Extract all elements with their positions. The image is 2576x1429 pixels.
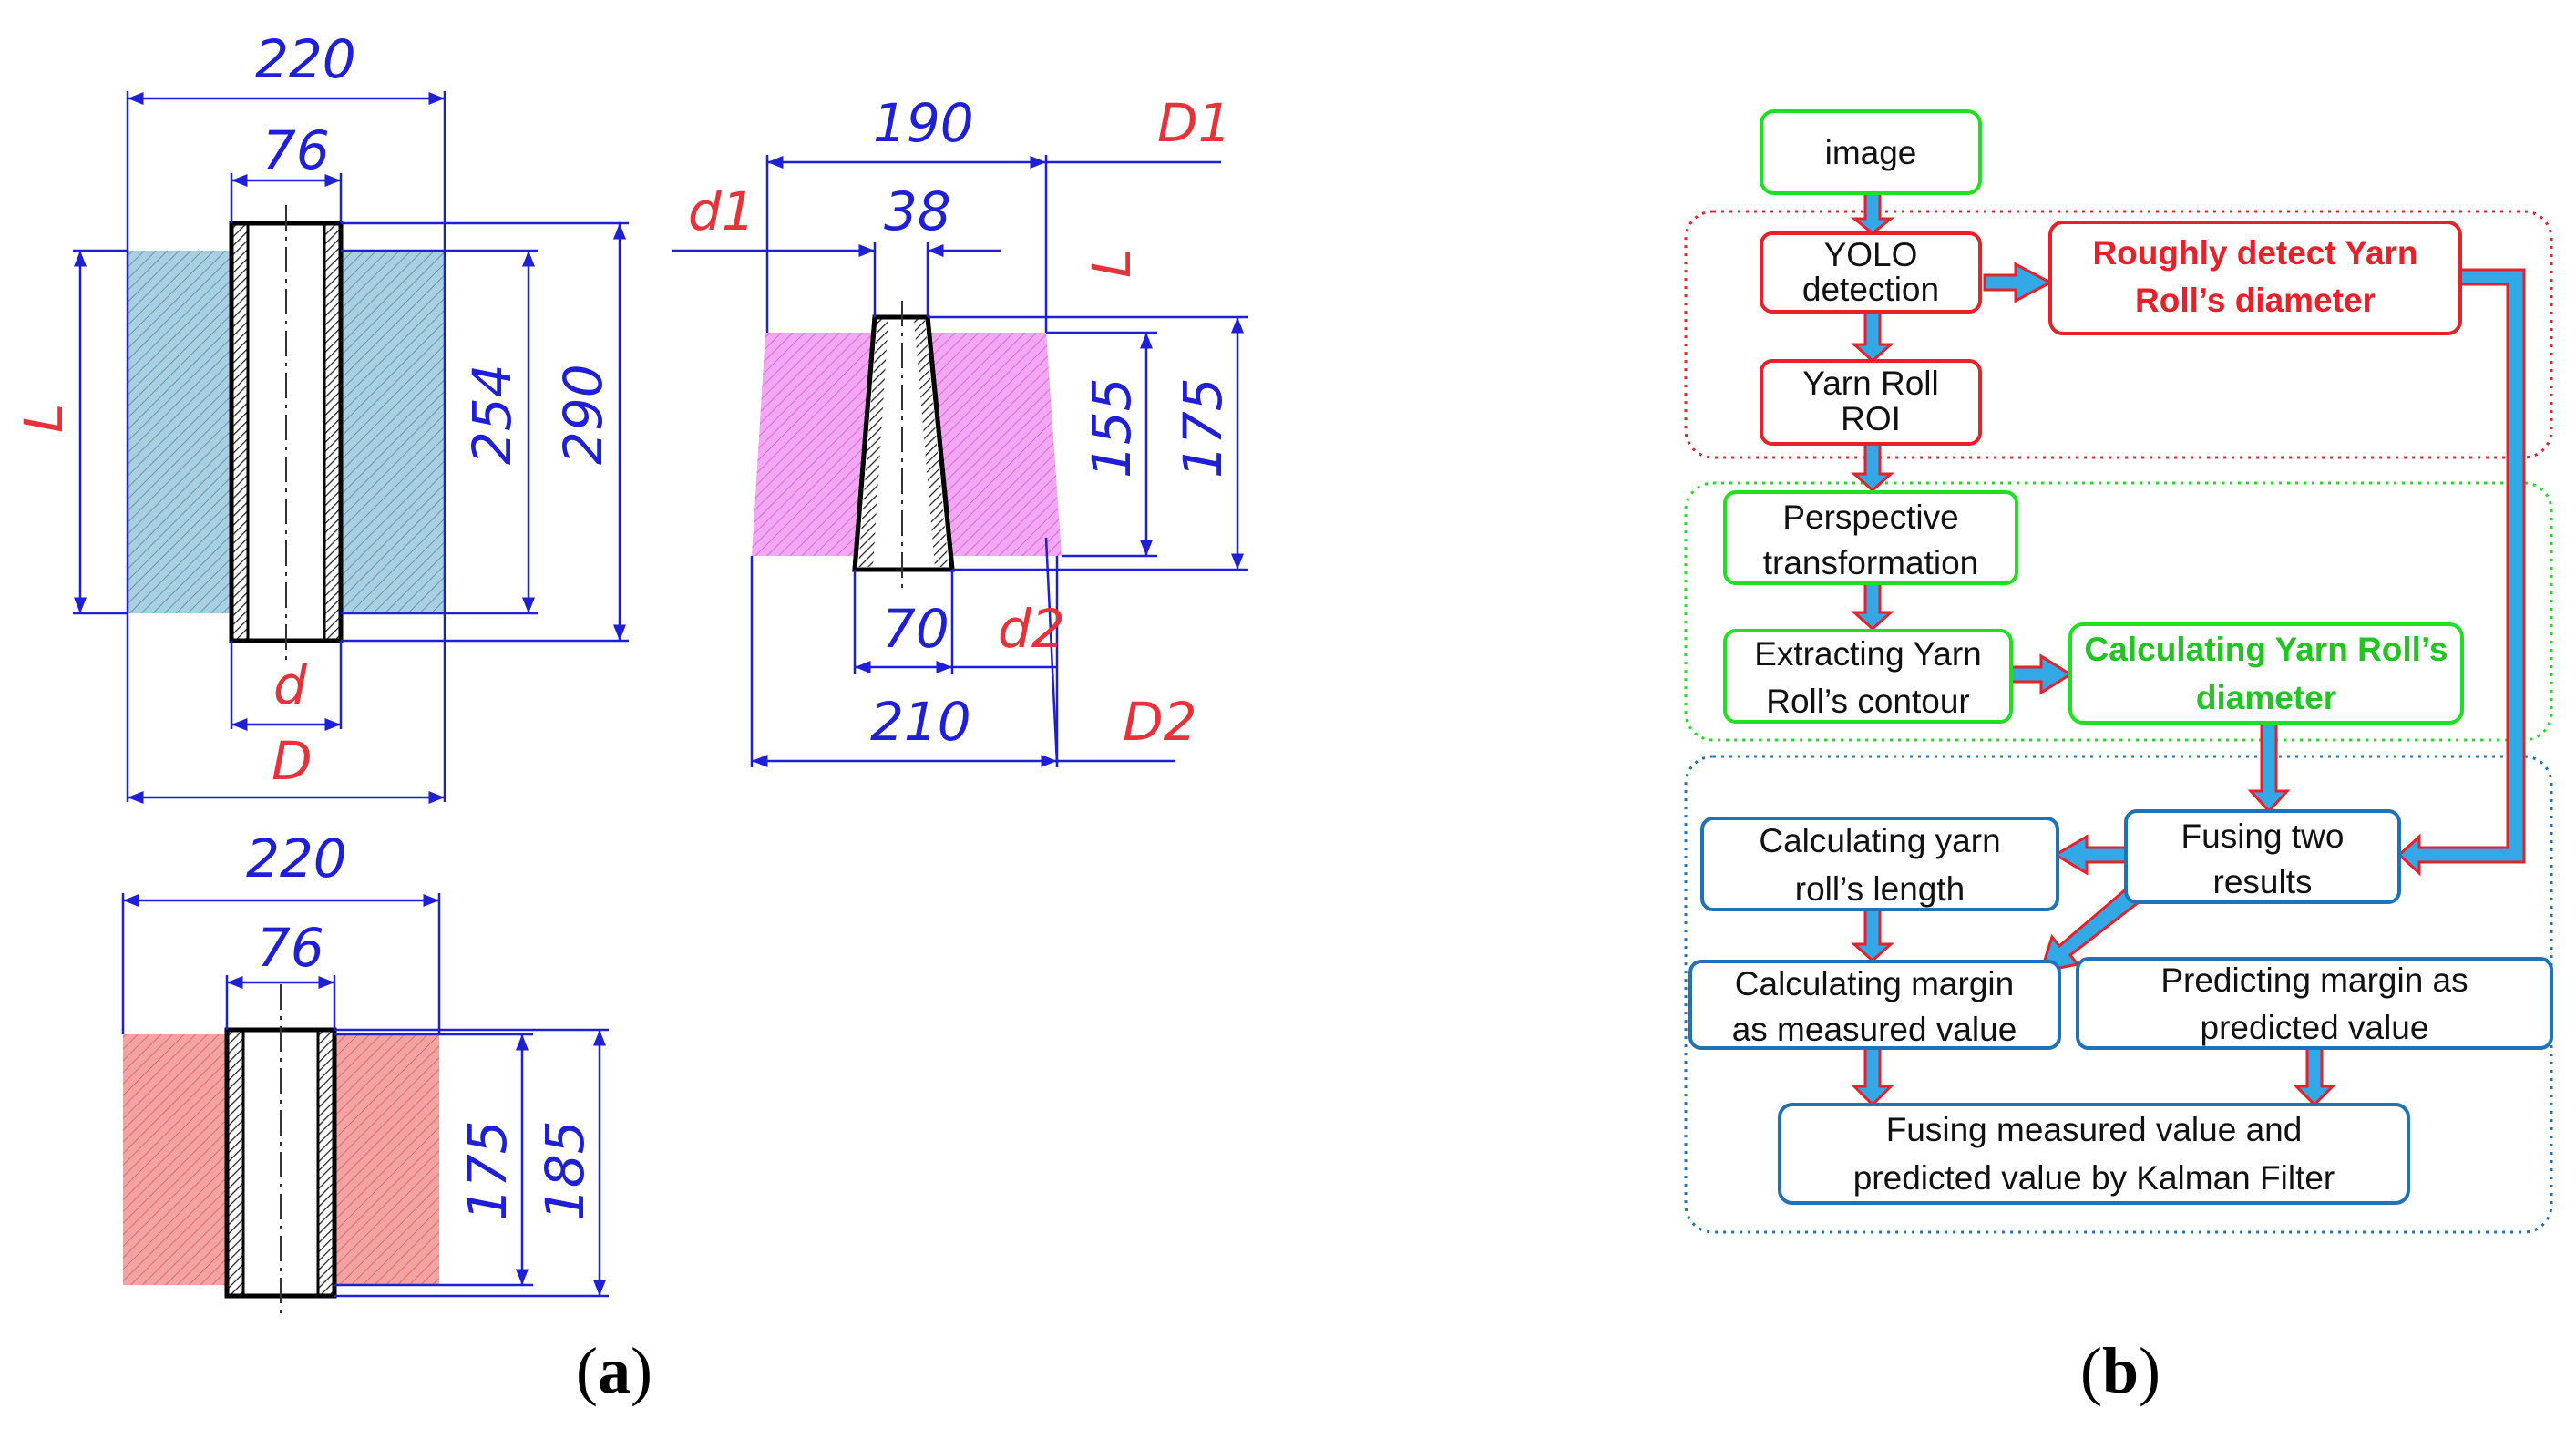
panel-label-b: (b) <box>2080 1334 2160 1407</box>
arrow-persp-extract <box>1851 581 1894 632</box>
dim-core-bottom: 70 <box>882 598 949 660</box>
node-calcd-line2: diameter <box>2196 679 2336 716</box>
node-pred-line2: predicted value <box>2201 1009 2429 1046</box>
dim-diameter-label: D <box>272 730 313 792</box>
dim-outer-width: 220 <box>255 28 356 90</box>
cylinder-large: 220 76 L 254 290 d D <box>13 28 629 804</box>
cone-wall-left <box>858 319 888 567</box>
dim-top-width: 190 <box>873 92 974 154</box>
dim-inner-height: 175 <box>457 1120 518 1221</box>
cylinder-large-wall-right <box>324 225 339 639</box>
node-calc-length: Calculating yarn roll’s length <box>1700 817 2059 911</box>
node-kal-line1: Fusing measured value and <box>1886 1111 2303 1148</box>
node-calc-diameter: Calculating Yarn Roll’s diameter <box>2068 622 2464 725</box>
node-measured: Calculating margin as measured value <box>1688 960 2061 1050</box>
node-fuse-line1: Fusing two <box>2181 817 2345 855</box>
flowchart: image YOLO detection Roughly detect Yarn… <box>1684 109 2553 1234</box>
arrow-extract-calcd <box>2009 653 2073 695</box>
dim-outer-height: 290 <box>552 364 614 465</box>
dim-core-top-label: d1 <box>688 180 755 242</box>
arrow-roi-persp <box>1851 442 1894 493</box>
node-pred-line1: Predicting margin as <box>2160 961 2468 999</box>
dim-length-label: L <box>1081 249 1143 278</box>
dim-core-width: 76 <box>257 917 324 979</box>
arrow-yolo-rough <box>1983 262 2054 303</box>
cylinder-small-wall-right <box>318 1032 333 1294</box>
node-image: image <box>1760 109 1982 195</box>
node-yolo: YOLO detection <box>1760 231 1982 314</box>
node-extract-line2: Roll’s contour <box>1766 683 1969 720</box>
arrow-image-yolo <box>1850 191 1895 235</box>
node-roi-line1: Yarn Roll <box>1802 365 1938 402</box>
cone-wall-right <box>914 319 949 567</box>
group-fusion <box>1684 755 2553 1234</box>
dim-length-label: L <box>13 404 75 433</box>
dim-outer-width: 220 <box>246 828 347 889</box>
dim-outer-height: 185 <box>534 1120 596 1221</box>
arrow-len-meas <box>1851 908 1894 963</box>
node-roi-line2: ROI <box>1841 400 1901 437</box>
arrow-meas-kalman <box>1851 1046 1894 1107</box>
node-meas-line1: Calculating margin <box>1735 965 2014 1002</box>
node-yolo-line2: detection <box>1802 271 1939 308</box>
node-predicted: Predicting margin as predicted value <box>2076 957 2553 1050</box>
node-persp-line1: Perspective <box>1782 499 1958 536</box>
dim-core-width: 76 <box>262 119 330 181</box>
node-fuse-line2: results <box>2213 863 2313 900</box>
node-roi: Yarn Roll ROI <box>1760 359 1982 446</box>
node-meas-line2: as measured value <box>1732 1011 2017 1048</box>
arrow-fuse-len <box>2053 834 2128 876</box>
flow-arrows <box>1850 191 2526 1107</box>
node-extract-line1: Extracting Yarn <box>1754 635 1982 673</box>
node-persp-line2: transformation <box>1763 544 1979 581</box>
node-rough-line1: Roughly detect Yarn <box>2092 234 2417 272</box>
panel-label-a: (a) <box>576 1334 652 1407</box>
dim-outer-height: 175 <box>1172 377 1234 478</box>
dim-inner-height: 155 <box>1081 377 1143 478</box>
node-yolo-line1: YOLO <box>1824 236 1918 273</box>
node-len-line1: Calculating yarn <box>1759 822 2000 859</box>
node-len-line2: roll’s length <box>1795 870 1965 908</box>
node-image-label: image <box>1825 134 1917 171</box>
node-kalman: Fusing measured value and predicted valu… <box>1778 1103 2410 1205</box>
dim-core-label: d <box>273 654 308 716</box>
dim-inner-height: 254 <box>461 364 523 465</box>
arrow-calcd-fuse <box>2247 721 2291 814</box>
arrow-pred-kalman <box>2293 1046 2336 1107</box>
node-rough-line2: Roll’s diameter <box>2135 282 2376 319</box>
node-extract: Extracting Yarn Roll’s contour <box>1723 629 2013 724</box>
cone: 190 D1 38 d1 L 155 175 70 d2 210 D2 <box>672 92 1248 767</box>
dim-bottom-label: D2 <box>1123 691 1197 753</box>
node-kal-line2: predicted value by Kalman Filter <box>1853 1159 2335 1197</box>
arrow-yolo-roi <box>1851 310 1894 364</box>
dim-bottom-width: 210 <box>870 691 971 753</box>
node-perspective: Perspective transformation <box>1723 490 2018 585</box>
node-rough: Roughly detect Yarn Roll’s diameter <box>2048 221 2462 335</box>
dim-top-label: D1 <box>1157 92 1232 154</box>
dim-core-top: 38 <box>884 180 951 242</box>
arrow-rough-fuse <box>2396 268 2526 877</box>
cylinder-large-wall-left <box>233 225 248 639</box>
node-calcd-line1: Calculating Yarn Roll’s <box>2085 631 2448 668</box>
dim-core-bottom-label: d2 <box>998 598 1065 660</box>
cylinder-small-wall-left <box>229 1032 243 1294</box>
group-detection <box>1684 210 2553 459</box>
cylinder-small: 220 76 175 185 <box>121 828 609 1317</box>
node-fuse-two: Fusing two results <box>2124 809 2401 904</box>
